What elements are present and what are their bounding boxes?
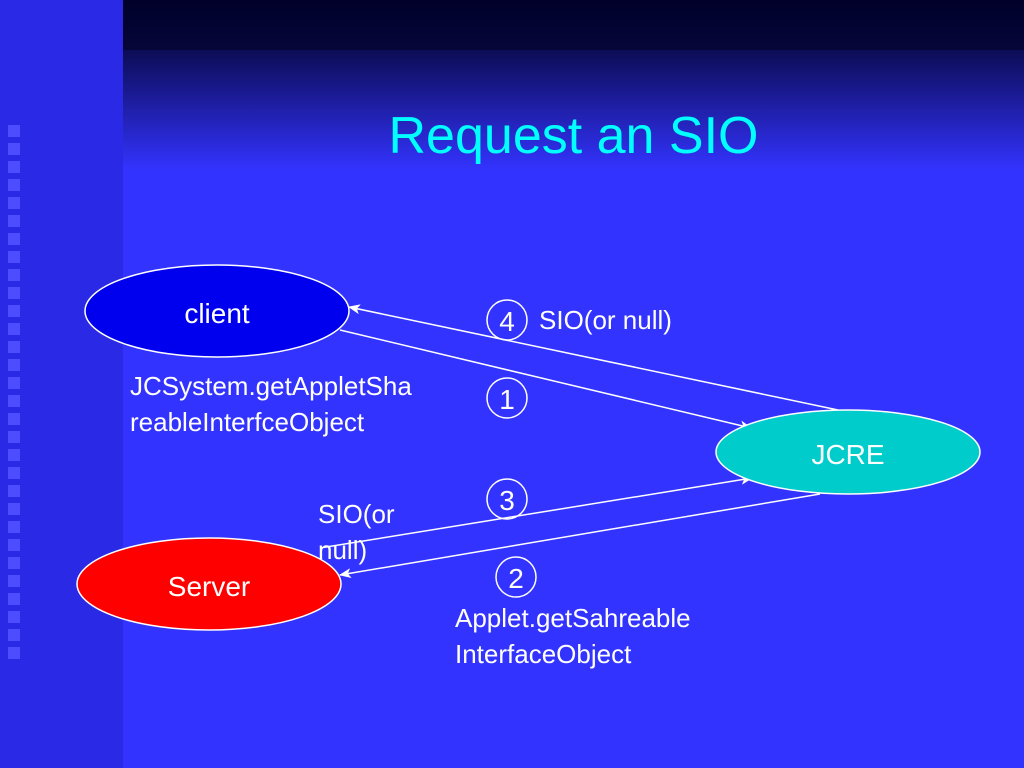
client-label: client — [184, 298, 250, 329]
decorative-square — [8, 539, 20, 551]
decorative-square — [8, 179, 20, 191]
decorative-square — [8, 629, 20, 641]
arrow-client-to-jcre — [339, 329, 752, 431]
decorative-square — [8, 521, 20, 533]
arrow-jcre-to-server — [339, 493, 821, 579]
decorative-square — [8, 251, 20, 263]
decorative-square — [8, 215, 20, 227]
decorative-square — [8, 341, 20, 353]
decorative-square — [8, 305, 20, 317]
jcre-label: JCRE — [811, 439, 884, 470]
decorative-square — [8, 323, 20, 335]
step-2-label: Applet.getSahreable InterfaceObject — [455, 603, 691, 669]
title-gradient — [123, 50, 1024, 170]
decorative-square — [8, 557, 20, 569]
decorative-square — [8, 143, 20, 155]
decorative-square — [8, 467, 20, 479]
step-1-label: JCSystem.getAppletSha reableInterfceObje… — [130, 371, 412, 437]
decorative-square — [8, 593, 20, 605]
decorative-square — [8, 269, 20, 281]
step-3-marker: 3 — [486, 478, 528, 520]
step-3-number: 3 — [499, 485, 515, 516]
decorative-square — [8, 485, 20, 497]
step-2-number: 2 — [508, 563, 524, 594]
client-ellipse — [84, 264, 350, 358]
jcre-node: JCRE — [715, 409, 981, 495]
client-node: client — [84, 264, 350, 358]
decorative-square — [8, 413, 20, 425]
decorative-square — [8, 287, 20, 299]
top-bar — [123, 0, 1024, 50]
decorative-square — [8, 197, 20, 209]
decorative-square — [8, 647, 20, 659]
decorative-square — [8, 503, 20, 515]
step-3-label: SIO(or null) — [318, 499, 395, 565]
decorative-square — [8, 377, 20, 389]
decorative-square — [8, 575, 20, 587]
decorative-square — [8, 125, 20, 137]
server-ellipse — [76, 537, 342, 631]
step-2-marker: 2 — [495, 556, 537, 598]
decorative-square — [8, 359, 20, 371]
server-label: Server — [168, 571, 250, 602]
step-1-number: 1 — [499, 384, 515, 415]
decorative-square — [8, 449, 20, 461]
decorative-square — [8, 395, 20, 407]
step-1-marker: 1 — [486, 377, 528, 419]
jcre-ellipse — [715, 409, 981, 495]
slide-title: Request an SIO — [388, 107, 759, 165]
left-decoration-band — [0, 0, 123, 768]
decorative-square — [8, 161, 20, 173]
decorative-square — [8, 611, 20, 623]
arrow-jcre-to-client — [348, 304, 839, 411]
arrow-server-to-jcre — [319, 474, 753, 549]
server-node: Server — [76, 537, 342, 631]
step-4-number: 4 — [499, 306, 515, 337]
square-bullet-column — [8, 125, 20, 665]
decorative-square — [8, 233, 20, 245]
step-4-marker: 4 — [486, 299, 528, 341]
step-4-label: SIO(or null) — [539, 305, 672, 335]
decorative-square — [8, 431, 20, 443]
